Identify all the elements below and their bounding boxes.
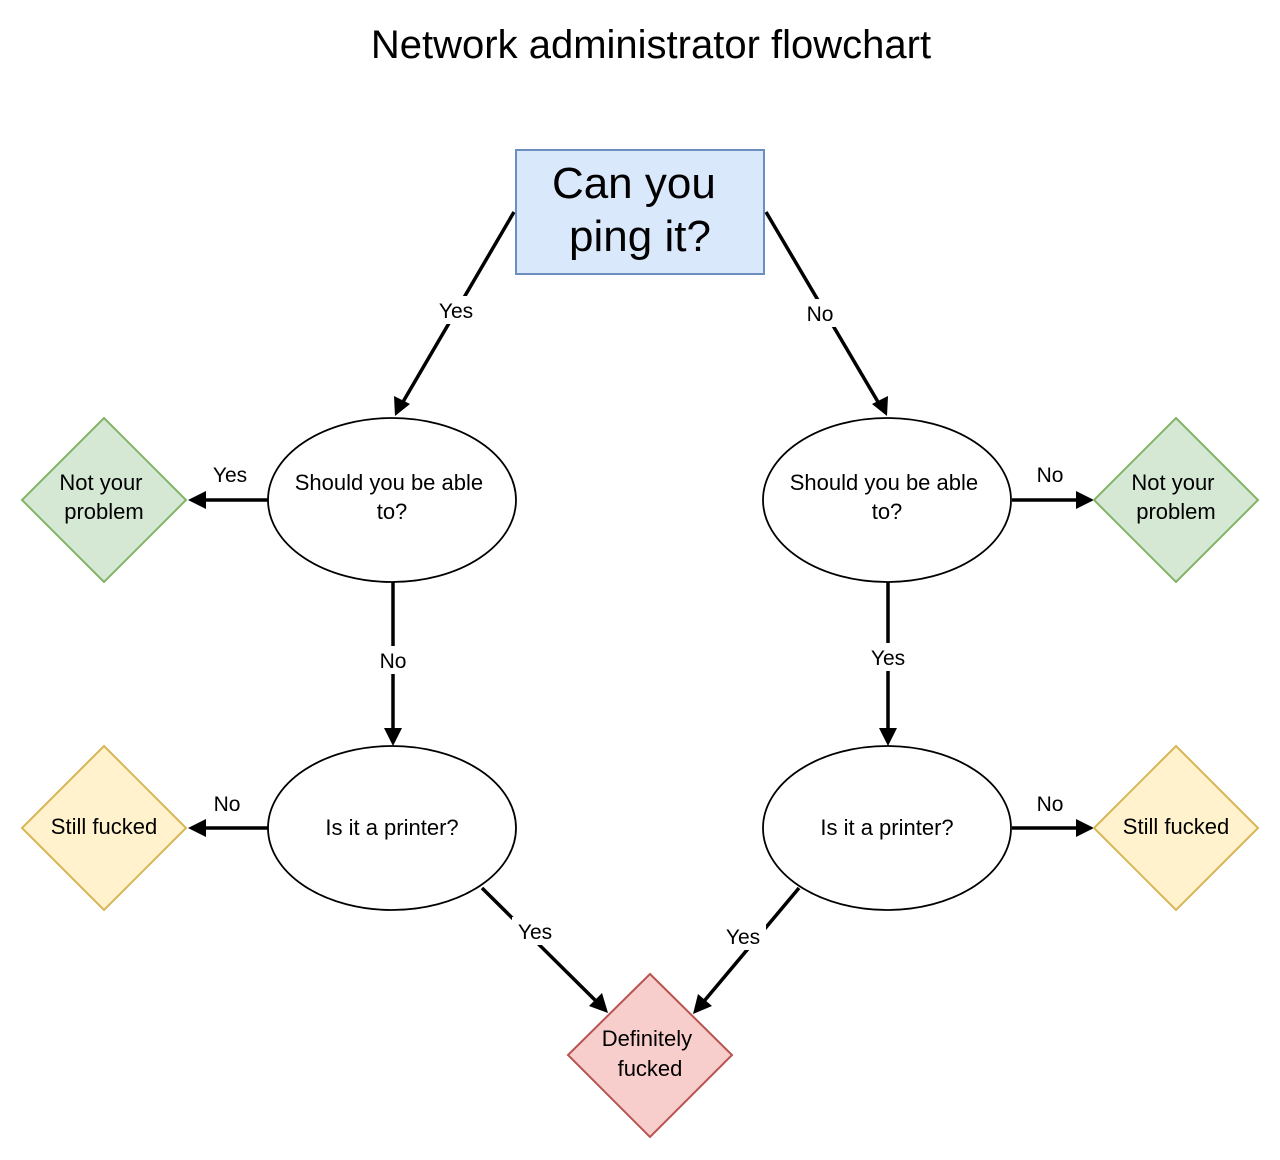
should-right-line-2: to? [872,499,903,524]
edge-label: Yes [213,464,247,487]
definitely-line-1: Definitely [602,1026,692,1051]
decision-printer-left: Is it a printer? [267,745,517,911]
decision-should-left: Should you be able to? [267,417,517,583]
svg-text:Is it a printer?: Is it a printer? [325,815,458,840]
svg-text:Should you be able to?: Should you be able to? [790,470,985,524]
edge-printer-right-to-still: No [1012,793,1094,837]
outcome-still-fucked-left: Still fucked [20,744,188,912]
arrowhead [384,728,402,746]
arrowhead [693,994,712,1014]
should-right-line-1: Should you be able [790,470,978,495]
arrowhead [394,396,410,416]
arrowhead [1076,491,1094,509]
edge-start-to-should-left: Yes [394,211,516,416]
edge-printer-left-to-definitely: Yes [480,886,608,1013]
not-problem-left-line-1: Not your [59,470,142,495]
diagram-title: Network administrator flowchart [371,23,931,67]
svg-text:Can you ping it?: Can you ping it? [552,159,728,261]
outcome-not-problem-right: Not your problem [1092,416,1260,584]
not-problem-left-line-2: problem [64,499,143,524]
edge-should-left-to-not-problem: Yes [188,464,268,509]
edge-start-to-should-right: No [764,211,888,416]
printer-right-line-1: Is it a printer? [820,815,953,840]
arrowhead [1076,819,1094,837]
edge-label: No [1037,464,1064,487]
arrowhead [188,819,206,837]
svg-text:Not your problem: Not your problem [59,470,148,524]
not-problem-right-line-2: problem [1136,499,1215,524]
arrowhead [188,491,206,509]
should-left-line-2: to? [377,499,408,524]
printer-left-line-1: Is it a printer? [325,815,458,840]
edge-label: No [380,650,407,673]
edge-label: No [807,303,834,326]
svg-text:Still fucked: Still fucked [1123,814,1229,839]
svg-text:Is it a printer?: Is it a printer? [820,815,953,840]
still-left-line-1: Still fucked [51,814,157,839]
edge-label: Yes [726,926,760,949]
should-left-line-1: Should you be able [295,470,483,495]
edge-label: Yes [871,647,905,670]
svg-text:Still fucked: Still fucked [51,814,157,839]
edge-label: No [214,793,241,816]
arrowhead [872,396,888,416]
decision-printer-right: Is it a printer? [762,745,1012,911]
definitely-line-2: fucked [618,1056,683,1081]
edge-should-left-to-printer: No [374,582,412,746]
svg-text:Definitely fucked: Definitely fucked [602,1026,699,1081]
decision-should-right: Should you be able to? [762,417,1012,583]
edge-printer-right-to-definitely: Yes [693,886,801,1014]
svg-text:Should you be able to?: Should you be able to? [295,470,490,524]
edge-label: Yes [518,921,552,944]
outcome-still-fucked-right: Still fucked [1092,744,1260,912]
start-line-2: ping it? [569,212,711,261]
edge-label: Yes [439,300,473,323]
edge-should-right-to-not-problem: No [1012,464,1094,509]
still-right-line-1: Still fucked [1123,814,1229,839]
outcome-definitely-fucked: Definitely fucked [566,972,734,1139]
edge-should-right-to-printer: Yes [866,582,910,746]
edge-printer-left-to-still: No [188,793,268,837]
start-line-1: Can you [552,159,716,208]
svg-text:Not your problem: Not your problem [1131,470,1220,524]
not-problem-right-line-1: Not your [1131,470,1214,495]
start-node: Can you ping it? [515,149,765,275]
edge-label: No [1037,793,1064,816]
arrowhead [879,728,897,746]
outcome-not-problem-left: Not your problem [20,416,188,584]
arrowhead [589,993,608,1013]
